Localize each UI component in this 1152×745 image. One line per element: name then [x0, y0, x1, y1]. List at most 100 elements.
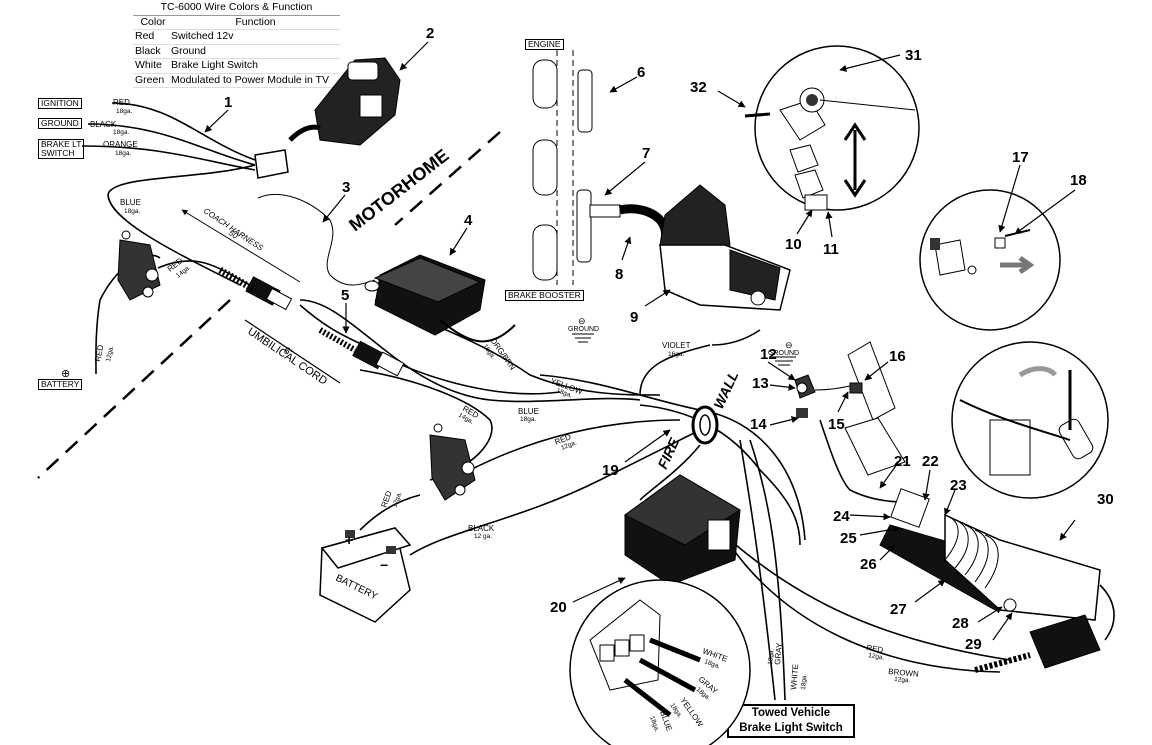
wire-gauge: 18ga. [124, 208, 140, 215]
ignition-label: IGNITION [38, 98, 82, 109]
callout-number: 4 [464, 212, 473, 229]
control-module [624, 474, 741, 586]
legend-title: TC-6000 Wire Colors & Function [133, 1, 340, 16]
callout-number: 1 [224, 94, 232, 111]
legend-header: Color Function [133, 15, 340, 30]
wire-gauge: 16ga. [668, 351, 684, 358]
callout-number: 9 [630, 309, 638, 326]
callout-number: 13 [752, 375, 769, 392]
callout-number: 16 [889, 348, 906, 365]
callout-number: 28 [952, 615, 969, 632]
brake-light-switch-label: BRAKE LT SWITCH [38, 139, 85, 159]
callout-arrows [204, 41, 1076, 641]
wire-gauge: 12ga. [894, 676, 911, 684]
ground-label-module: GROUND [568, 326, 599, 333]
brake-booster-assembly [532, 50, 621, 285]
legend-color: Red [135, 30, 155, 42]
wire-label: BLACK [468, 524, 495, 533]
callout-number: 7 [642, 145, 650, 162]
callout-number: 30 [1097, 491, 1114, 508]
legend-color: White [135, 59, 162, 71]
legend-row: Green Modulated to Power Module in TV [133, 73, 340, 88]
wire-gauge: 18ga. [520, 416, 536, 423]
callout-number: 27 [890, 601, 907, 618]
legend-color: Green [135, 73, 165, 86]
wire-label: RED [866, 643, 884, 655]
detail-circle-bracket [919, 189, 1061, 331]
legend-function: Switched 12v [171, 30, 234, 42]
callout-number: 23 [950, 477, 967, 494]
callout-numbers: 1 2 3 4 5 6 7 8 9 10 11 12 13 14 15 16 1… [224, 25, 1114, 653]
ground-symbol-icon: ⊖ [785, 340, 793, 350]
wire-label: GRAY [773, 642, 784, 665]
callout-number: 12 [760, 346, 777, 363]
legend-row: Black Ground [133, 44, 340, 59]
battery-minus-sign: − [380, 557, 388, 573]
circuit-breaker-top [117, 230, 161, 301]
callout-number: 2 [426, 25, 434, 42]
brake-pedal [844, 341, 906, 476]
power-module [364, 254, 516, 343]
wire-gauge: 12ga. [868, 652, 885, 662]
legend-function: Ground [171, 44, 207, 57]
wall-label: WALL [710, 369, 741, 412]
callout-number: 10 [785, 236, 802, 253]
wire-label: RED [93, 344, 105, 363]
boundary-dashes [37, 131, 501, 479]
wire-label: WHITE [789, 664, 800, 690]
battery: + − [319, 527, 412, 623]
towed-line-2: Brake Light Switch [739, 722, 843, 734]
callout-number: 20 [550, 599, 567, 616]
pedal-switch [794, 374, 851, 418]
callout-number: 21 [894, 453, 911, 470]
legend-color: Black [135, 44, 161, 57]
wire-label: BROWN [888, 667, 920, 679]
legend-function: Brake Light Switch [171, 59, 258, 71]
callout-number: 17 [1012, 149, 1029, 166]
callout-number: 15 [828, 416, 845, 433]
callout-number: 24 [833, 508, 850, 525]
callout-number: 32 [690, 79, 707, 96]
wire-gauge: 18ga. [113, 129, 129, 136]
callout-number: 8 [615, 266, 623, 283]
wire-label: VIOLET [662, 341, 691, 350]
umbilical-bracket [244, 319, 341, 384]
brake-actuator [879, 488, 1101, 673]
wire-label: BLACK [90, 120, 117, 129]
wire-label: ORANGE [103, 140, 138, 149]
callout-number: 3 [342, 179, 350, 196]
towed-line-1: Towed Vehicle [751, 707, 831, 719]
battery-positive-icon: ⊕ [61, 368, 70, 380]
wire-gauge: 18ga. [800, 673, 808, 690]
coach-harness-line [181, 209, 301, 283]
callout-number: 22 [922, 453, 939, 470]
wire-label: BLUE [518, 407, 539, 416]
circuit-breaker-mid [429, 423, 476, 501]
brake-controller-unit [254, 57, 401, 179]
umbilical-connectors [218, 266, 405, 377]
callout-number: 26 [860, 556, 877, 573]
wire-gauge: 18ga. [767, 648, 775, 665]
brake-lt-line-2: SWITCH [41, 148, 75, 158]
ground-label-pump: GROUND [768, 350, 799, 357]
callout-number: 25 [840, 530, 857, 547]
detail-circle-cable [744, 45, 920, 211]
callout-number: 19 [602, 462, 619, 479]
legend-row: White Brake Light Switch [133, 59, 340, 74]
detail-circle-pedal-clip [951, 341, 1109, 499]
wire-color-legend: TC-6000 Wire Colors & Function Color Fun… [133, 1, 340, 88]
callout-number: 14 [750, 416, 767, 433]
engine-label: ENGINE [525, 39, 564, 50]
callout-number: 11 [823, 241, 839, 258]
firewall-loom [691, 405, 719, 445]
legend-header-color: Color [140, 15, 166, 28]
breakaway-cable [257, 194, 376, 286]
callout-number: 31 [905, 47, 922, 64]
wire-gauge: 18ga. [116, 108, 132, 115]
ground-symbol-pump [772, 356, 796, 366]
callout-number: 18 [1070, 172, 1087, 189]
ground-symbol-icon: ⊖ [578, 316, 586, 326]
callout-number: 5 [341, 287, 349, 304]
brake-lt-line-1: BRAKE LT [41, 139, 82, 149]
